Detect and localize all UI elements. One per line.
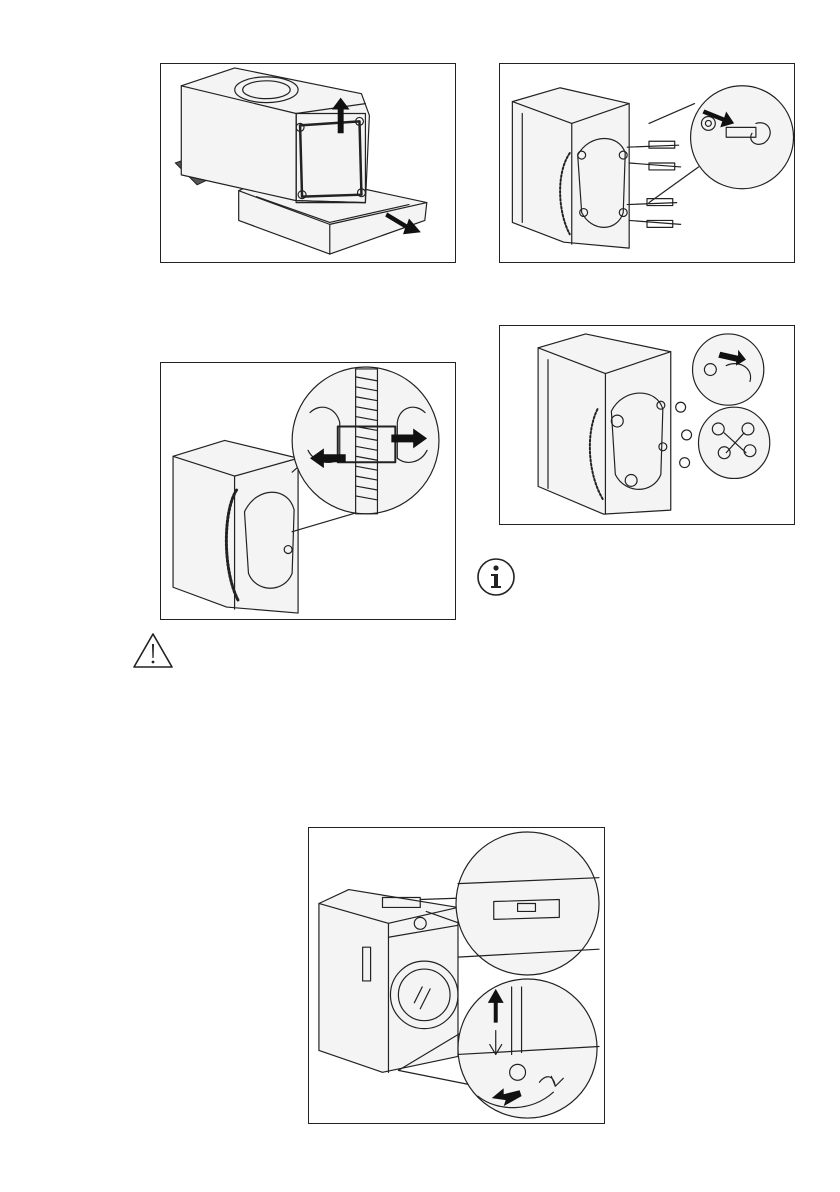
washer-lift-illustration <box>161 64 455 262</box>
info-icon <box>476 557 516 597</box>
page-footer <box>0 1176 840 1192</box>
figure-remove-transit-bolts <box>499 63 795 263</box>
figure-level-appliance <box>308 827 605 1124</box>
hose-clip-illustration <box>161 363 455 619</box>
figure-insert-plastic-caps <box>499 325 795 525</box>
plastic-caps-illustration <box>500 326 794 524</box>
transit-bolt-illustration <box>500 64 794 262</box>
spirit-level-feet-illustration <box>309 828 604 1123</box>
figure-release-hose-from-clip <box>160 362 456 620</box>
figure-remove-packaging-base <box>160 63 456 263</box>
warning-triangle-icon <box>131 631 175 671</box>
